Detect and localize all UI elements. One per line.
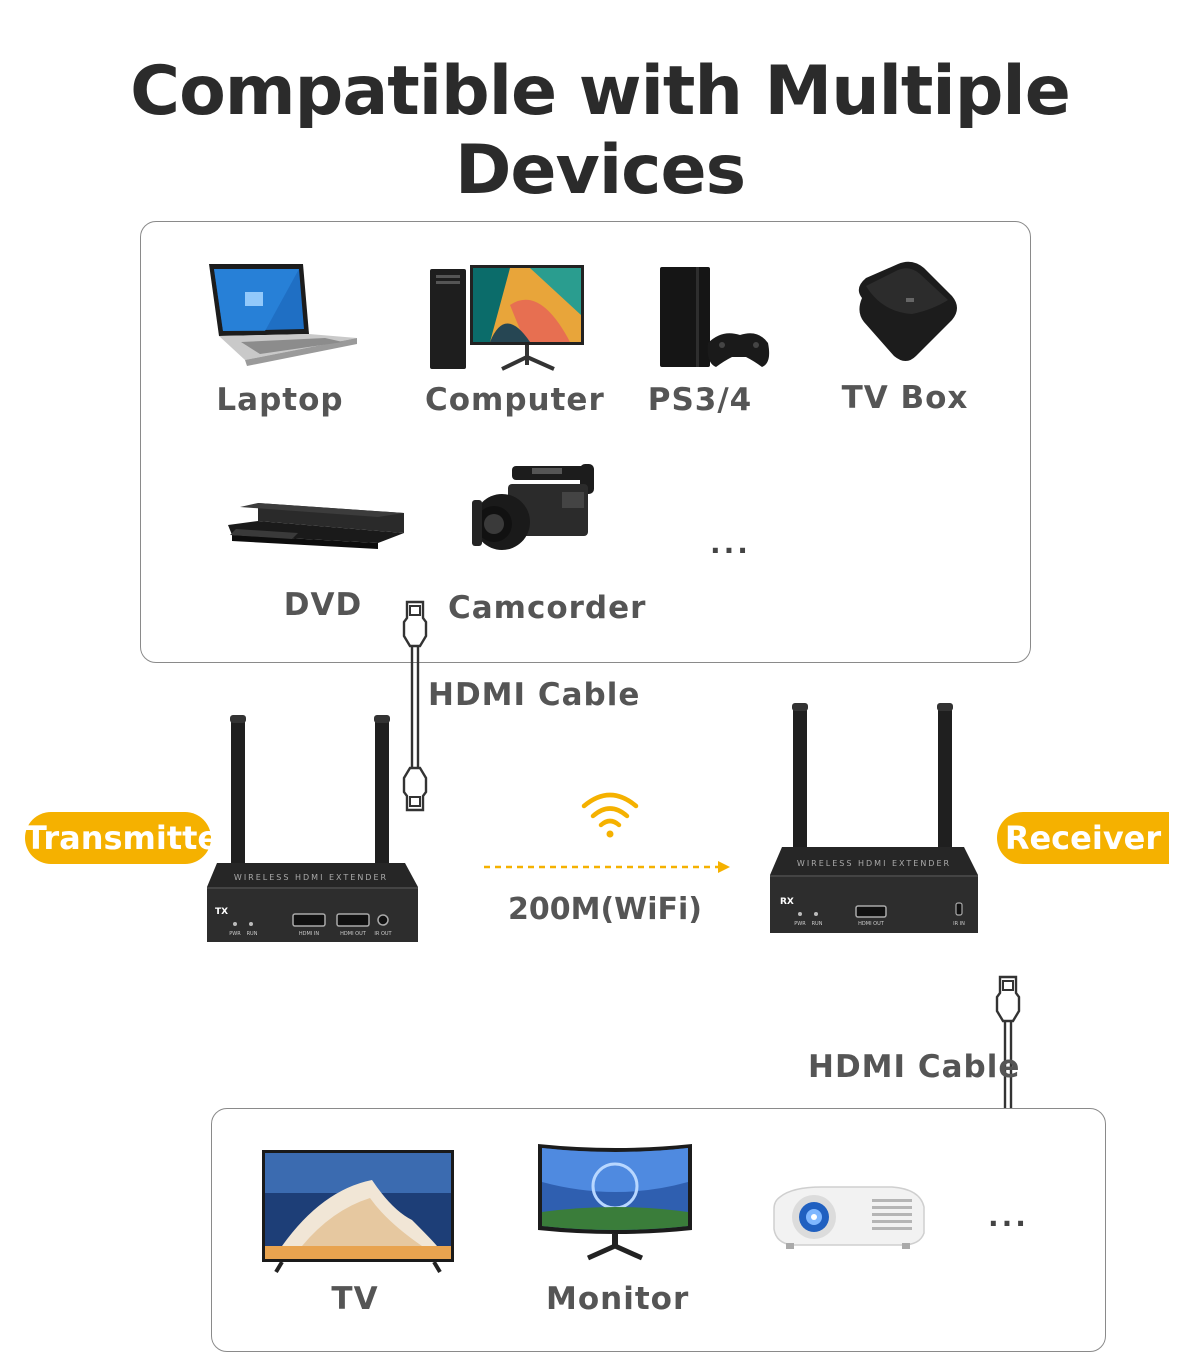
rx-port-hdmi-out: HDMI OUT bbox=[858, 921, 885, 927]
source-label-dvd: DVD bbox=[283, 587, 363, 623]
display-label-tv: TV bbox=[331, 1281, 379, 1317]
monitor-icon bbox=[538, 1144, 692, 1261]
hdmi-cable-label-bottom: HDMI Cable bbox=[808, 1049, 1021, 1085]
computer-icon bbox=[430, 265, 584, 371]
laptop-icon bbox=[209, 264, 357, 366]
tx-port-run: RUN bbox=[247, 931, 258, 937]
source-label-tvbox: TV Box bbox=[841, 380, 969, 416]
game-console-icon bbox=[660, 267, 770, 367]
rx-port-pwr: PWR bbox=[794, 921, 806, 927]
hdmi-cable-top bbox=[402, 600, 428, 812]
wifi-range-label: 200M(WiFi) bbox=[507, 892, 703, 927]
hdmi-cable-label-top: HDMI Cable bbox=[428, 677, 641, 713]
tx-port-pwr: PWR bbox=[229, 931, 241, 937]
source-label-camcorder: Camcorder bbox=[448, 590, 647, 626]
camcorder-icon bbox=[472, 464, 594, 550]
projector-icon bbox=[773, 1186, 925, 1249]
receiver-badge: RX bbox=[780, 897, 794, 907]
source-more-indicator: ... bbox=[710, 527, 751, 560]
rx-port-ir-in: IR IN bbox=[953, 921, 965, 927]
rx-port-run: RUN bbox=[812, 921, 823, 927]
wifi-arrow bbox=[484, 861, 730, 873]
page-title: Compatible with Multiple Devices bbox=[130, 52, 1071, 210]
display-more-indicator: ... bbox=[988, 1200, 1029, 1233]
source-label-ps: PS3/4 bbox=[647, 382, 753, 418]
tx-port-hdmi-out: HDMI OUT bbox=[340, 931, 367, 937]
tv-box-icon bbox=[858, 261, 957, 361]
source-label-laptop: Laptop bbox=[216, 382, 344, 418]
tv-icon bbox=[262, 1150, 454, 1274]
receiver-brand: WIRELESS HDMI EXTENDER bbox=[797, 859, 951, 868]
display-label-monitor: Monitor bbox=[546, 1281, 690, 1317]
tx-port-hdmi-in: HDMI IN bbox=[299, 931, 319, 937]
tx-port-ir-out: IR OUT bbox=[374, 931, 392, 937]
transmitter-badge: TX bbox=[215, 907, 228, 917]
transmitter-device: WIRELESS HDMI EXTENDER TX PWR RUN HDMI I… bbox=[207, 715, 418, 942]
transmitter-brand: WIRELESS HDMI EXTENDER bbox=[234, 873, 388, 882]
dvd-player-icon bbox=[228, 503, 404, 549]
source-label-computer: Computer bbox=[425, 382, 605, 418]
transmitter-label: Transmitter bbox=[25, 812, 235, 864]
receiver-device: WIRELESS HDMI EXTENDER RX PWR RUN HDMI O… bbox=[770, 703, 978, 933]
receiver-label: Receiver bbox=[997, 812, 1169, 864]
wifi-icon bbox=[581, 792, 639, 838]
